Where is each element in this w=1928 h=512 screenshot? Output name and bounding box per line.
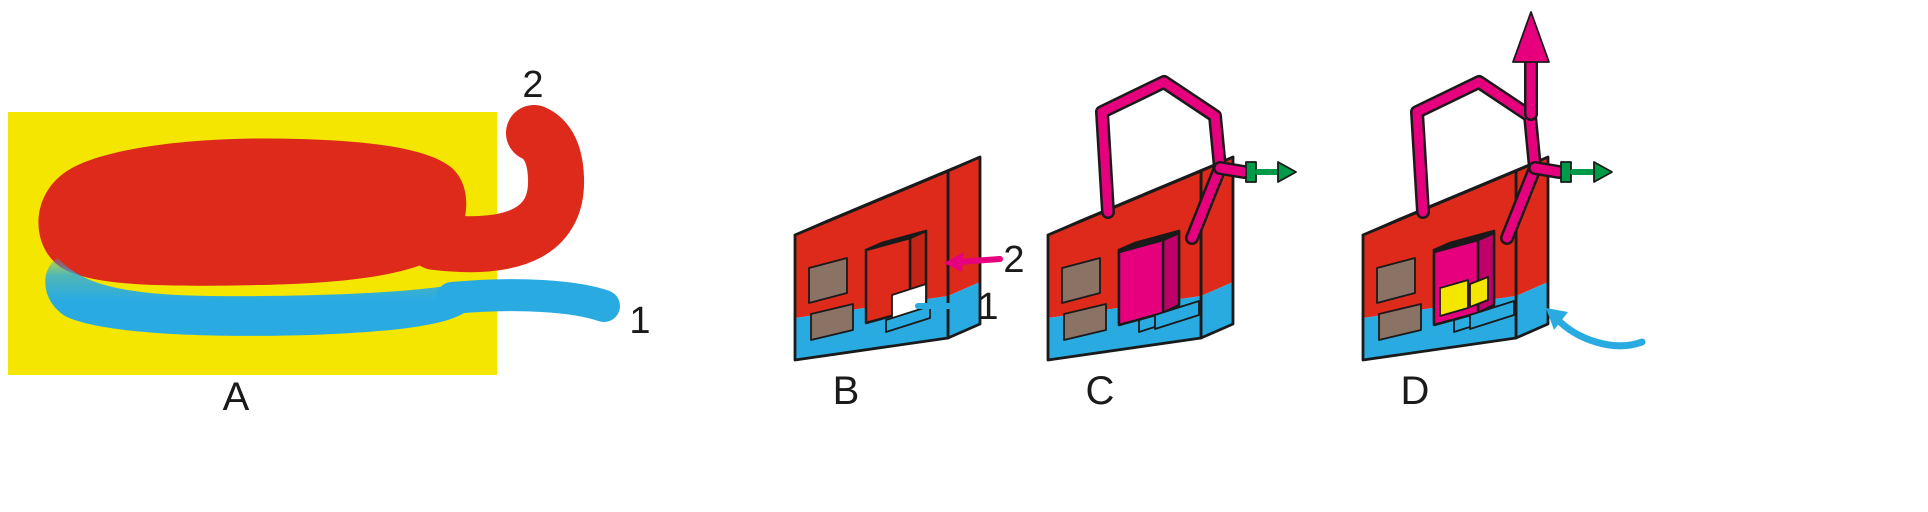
exhaust-arrow-head <box>1512 11 1550 63</box>
chimney-pipe <box>1412 77 1540 243</box>
outlet-valve <box>1245 161 1257 183</box>
marker-smoke-outlet: 2 <box>522 64 543 106</box>
panel-b-label: B <box>833 369 860 413</box>
chimney-branch <box>1530 163 1564 177</box>
stove-side <box>1161 231 1181 315</box>
marker-air-inlet: 1 <box>629 300 650 342</box>
outlet-arrow-head <box>1593 161 1613 183</box>
outlet-valve <box>1560 161 1572 183</box>
marker-air: 1 <box>977 286 998 328</box>
air-intake-arrow-shaft <box>1552 314 1646 350</box>
air-intake-arrow-head <box>1546 308 1568 330</box>
stove-base <box>1154 300 1200 330</box>
fire-fuel-small <box>1469 276 1489 308</box>
chimney-pipe <box>1097 77 1225 243</box>
outlet-arrow-head <box>1277 161 1297 183</box>
air-arrow-head <box>952 296 972 316</box>
panel-a-label: A <box>223 375 250 419</box>
smoke-arrow-shaft <box>955 256 1003 265</box>
panel-c: C <box>1046 75 1297 413</box>
fire-fuel-large <box>1439 279 1469 317</box>
panel-b: 2 1 B <box>793 155 1025 413</box>
hot-layer-blob <box>38 138 467 286</box>
panel-c-label: C <box>1086 369 1115 413</box>
chimney-branch <box>1215 163 1249 177</box>
marker-smoke: 2 <box>1003 239 1024 281</box>
stove-base <box>1469 300 1515 330</box>
smoke-outflow-lobe <box>407 105 585 273</box>
smoke-arrow-head <box>944 252 964 272</box>
cold-layer-band <box>45 258 468 336</box>
panel-a: 2 1 A <box>8 64 651 419</box>
cold-inflow-lobe <box>436 279 620 322</box>
stove-front <box>1117 238 1165 327</box>
panel-d: D <box>1361 11 1646 413</box>
panel-d-label: D <box>1401 369 1430 413</box>
